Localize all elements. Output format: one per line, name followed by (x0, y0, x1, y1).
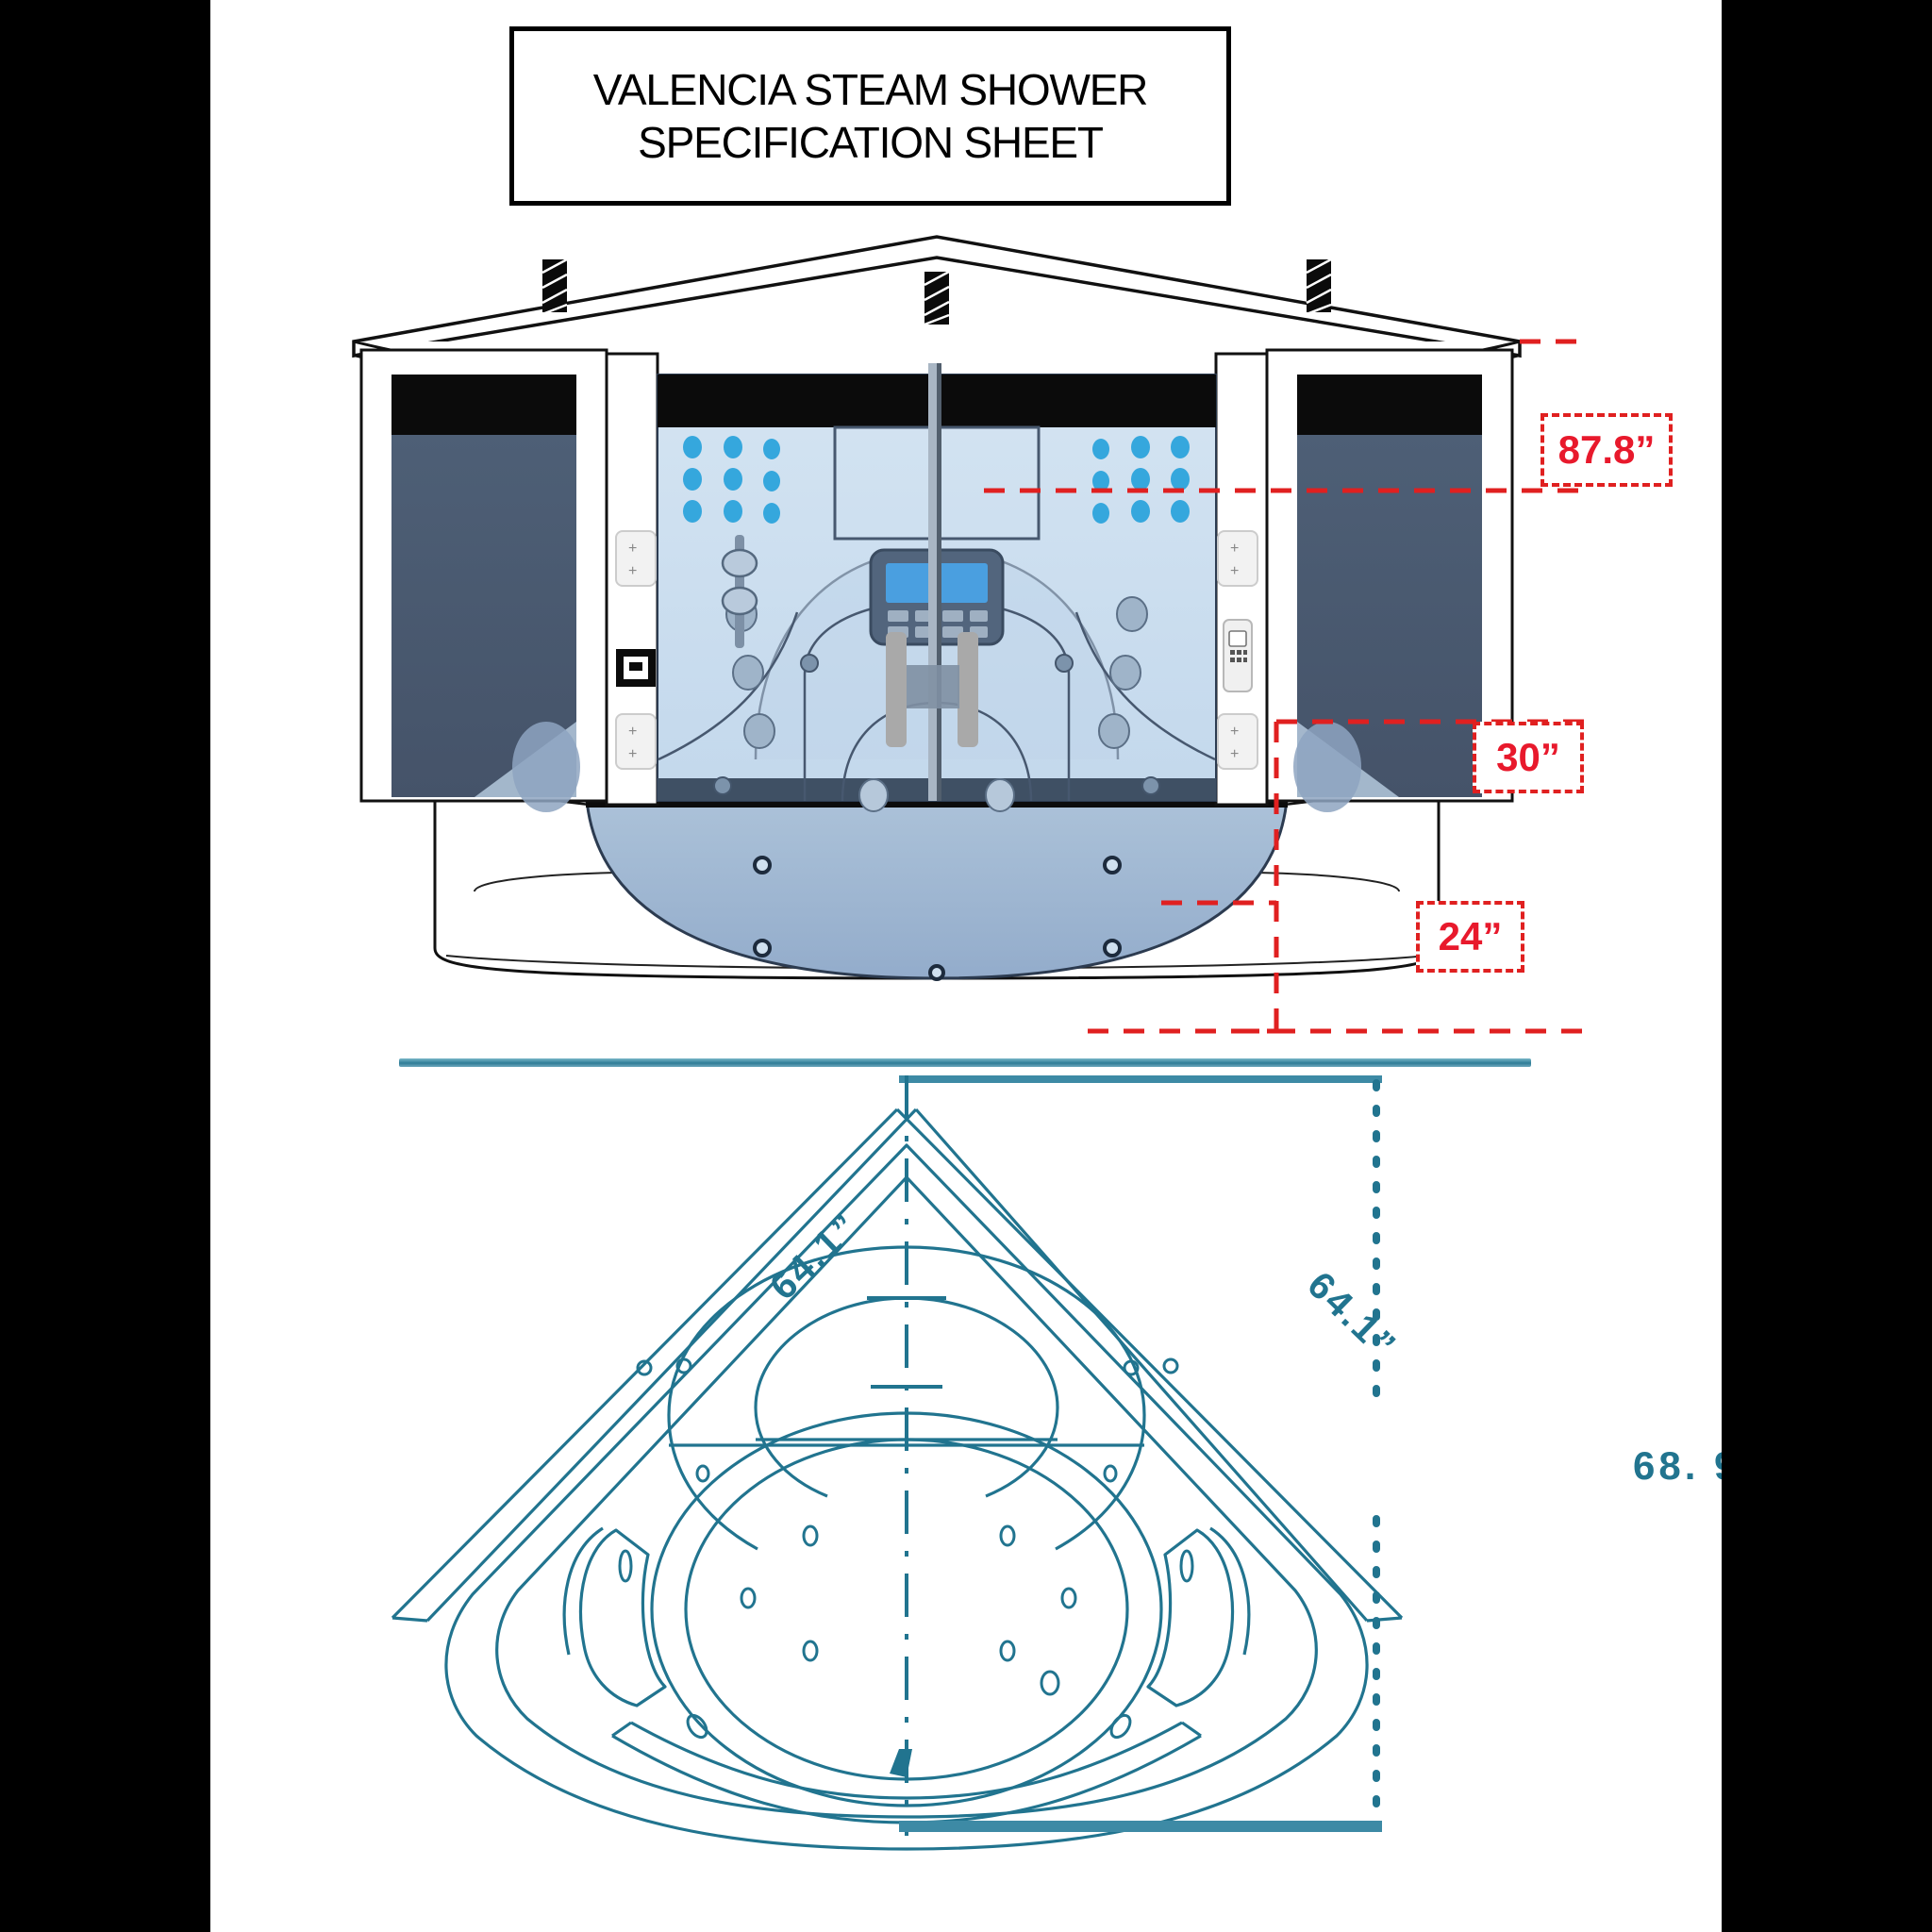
corner-wall-outline (391, 1108, 1404, 1623)
hinge-upper-left: + + (615, 530, 657, 587)
paper-canvas: VALENCIA STEAM SHOWER SPECIFICATION SHEE… (210, 0, 1759, 1932)
top-plan-view-drawing (333, 1075, 1654, 1858)
center-seam (928, 363, 941, 801)
svg-text:+: + (628, 563, 637, 579)
centerline-ticks (867, 1296, 946, 1389)
page-title-line-1: VALENCIA STEAM SHOWER (592, 64, 1149, 114)
svg-text:+: + (628, 746, 637, 762)
door-handle[interactable] (886, 632, 978, 747)
seat-left (562, 1526, 667, 1707)
letterbox-right (1722, 0, 1932, 1932)
title-block: VALENCIA STEAM SHOWER SPECIFICATION SHEE… (509, 26, 1231, 206)
dimension-leader-lines-red (984, 339, 1588, 1034)
section-divider (399, 1058, 1531, 1067)
svg-text:+: + (1230, 563, 1239, 579)
front-elevation-drawing: + + + + + + + + (333, 231, 1588, 1052)
svg-text:+: + (1230, 724, 1239, 740)
remote-holder[interactable] (1223, 619, 1253, 692)
svg-text:+: + (628, 541, 637, 557)
side-panel-right (1265, 348, 1514, 812)
svg-text:+: + (628, 724, 637, 740)
massage-jets (713, 596, 1160, 812)
hinge-upper-right: + + (1217, 530, 1258, 587)
body-jets (683, 436, 1190, 524)
hinge-lower-left: + + (615, 713, 657, 770)
seat-right (1146, 1526, 1251, 1707)
hinge-lower-right: + + (1217, 713, 1258, 770)
outer-tub-rim (444, 1143, 1369, 1851)
svg-text:+: + (1230, 541, 1239, 557)
dimension-label-overall-height: 87.8” (1541, 413, 1673, 487)
dimension-label-mid-height: 30” (1473, 722, 1584, 793)
ceiling-vents (541, 258, 1332, 326)
svg-text:+: + (1230, 746, 1239, 762)
shower-riser-rail (721, 535, 758, 648)
plan-top-reference-bar (899, 1075, 1382, 1083)
dimension-label-base-height: 24” (1416, 901, 1524, 973)
tub-water-basin (584, 779, 1290, 981)
plan-bottom-reference-bar (899, 1821, 1382, 1832)
jets (618, 1357, 1194, 1740)
hand-shower-holder-icon (616, 649, 656, 687)
side-panel-left (359, 348, 608, 812)
letterbox-left (0, 0, 210, 1932)
page-title-line-2: SPECIFICATION SHEET (638, 118, 1104, 167)
drain (890, 1749, 912, 1777)
